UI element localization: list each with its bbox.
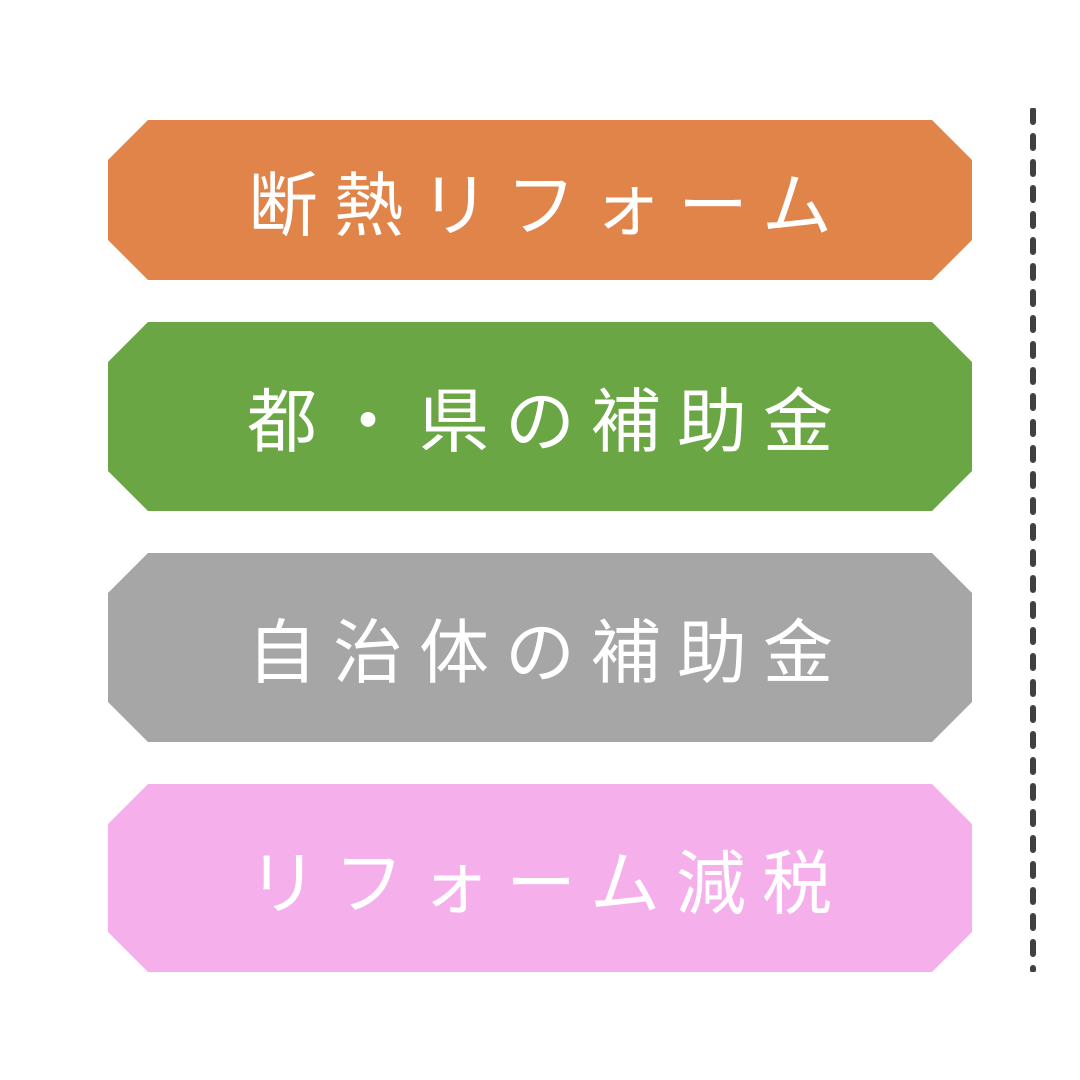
banner-reform-tax-reduction: リフォーム減税: [108, 784, 972, 972]
banner-municipal-subsidy: 自治体の補助金: [108, 553, 972, 742]
banner-insulation-reform: 断熱リフォーム: [108, 120, 972, 280]
banner-label: 断熱リフォーム: [248, 164, 848, 247]
banner-label: リフォーム減税: [248, 842, 848, 925]
banner-label: 都・県の補助金: [247, 381, 849, 463]
banner-label: 自治体の補助金: [247, 612, 849, 694]
banner-prefecture-subsidy: 都・県の補助金: [108, 322, 972, 511]
dashed-divider: [1030, 108, 1036, 972]
